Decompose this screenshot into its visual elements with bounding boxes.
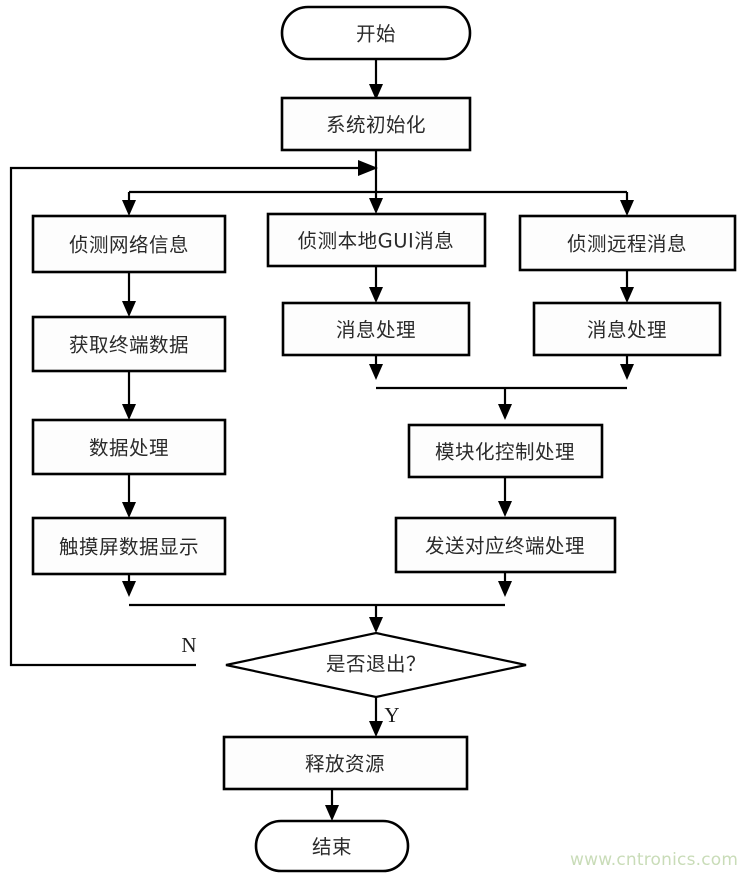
watermark-text: www.cntronics.com — [570, 850, 738, 870]
edge-remote-to-msg-remote — [620, 270, 634, 303]
node-release-resources-label: 释放资源 — [305, 753, 385, 776]
node-detect-remote-message-label: 侦测远程消息 — [567, 233, 687, 256]
node-release-resources[interactable]: 释放资源 — [222, 735, 469, 791]
branch-label-no: N — [181, 633, 196, 657]
edge-join-bar-bottom — [122, 572, 512, 633]
edge-exit-yes-release — [369, 697, 383, 737]
edge-merge-bar-mid — [369, 355, 634, 420]
node-get-terminal-data-label: 获取终端数据 — [69, 334, 189, 357]
node-send-to-terminal-label: 发送对应终端处理 — [425, 535, 585, 558]
edge-release-to-end — [325, 789, 339, 821]
node-get-terminal-data[interactable]: 获取终端数据 — [31, 315, 227, 373]
node-start[interactable]: 开始 — [280, 5, 472, 61]
edge-start-to-init — [369, 59, 383, 100]
edge-net-to-term-data — [122, 272, 136, 317]
edge-fanout-bar — [122, 190, 634, 216]
node-touchscreen-data-display-label: 触摸屏数据显示 — [59, 536, 199, 559]
node-detect-remote-message[interactable]: 侦测远程消息 — [518, 214, 737, 272]
edge-term-data-to-data-proc — [122, 371, 136, 420]
node-message-processing-gui[interactable]: 消息处理 — [281, 301, 471, 357]
edge-mod-ctrl-to-send-term — [498, 477, 512, 517]
node-system-init-label: 系统初始化 — [326, 114, 426, 137]
node-detect-local-gui-message[interactable]: 侦测本地GUI消息 — [266, 212, 487, 268]
node-data-processing[interactable]: 数据处理 — [31, 418, 227, 476]
node-end[interactable]: 结束 — [254, 819, 410, 873]
node-exit-decision-label: 是否退出？ — [326, 653, 426, 676]
node-touchscreen-data-display[interactable]: 触摸屏数据显示 — [31, 516, 227, 576]
node-detect-network-info[interactable]: 侦测网络信息 — [31, 214, 227, 274]
node-message-processing-remote-label: 消息处理 — [587, 319, 667, 342]
node-data-processing-label: 数据处理 — [89, 437, 169, 460]
node-detect-network-info-label: 侦测网络信息 — [69, 234, 189, 257]
node-message-processing-remote[interactable]: 消息处理 — [532, 301, 722, 357]
edge-exit-no-loopback — [9, 160, 378, 667]
node-system-init[interactable]: 系统初始化 — [280, 96, 472, 152]
edge-data-proc-to-touch-disp — [122, 474, 136, 518]
branch-label-yes: Y — [384, 703, 399, 727]
node-modular-control-processing-label: 模块化控制处理 — [435, 441, 575, 464]
node-message-processing-gui-label: 消息处理 — [336, 319, 416, 342]
node-modular-control-processing[interactable]: 模块化控制处理 — [407, 423, 604, 479]
node-send-to-terminal[interactable]: 发送对应终端处理 — [394, 516, 617, 574]
node-end-label: 结束 — [312, 836, 352, 859]
node-exit-decision[interactable]: 是否退出？ — [225, 631, 527, 699]
node-detect-local-gui-message-label: 侦测本地GUI消息 — [298, 230, 455, 253]
node-start-label: 开始 — [356, 23, 396, 46]
edge-gui-to-msg-gui — [369, 266, 383, 303]
